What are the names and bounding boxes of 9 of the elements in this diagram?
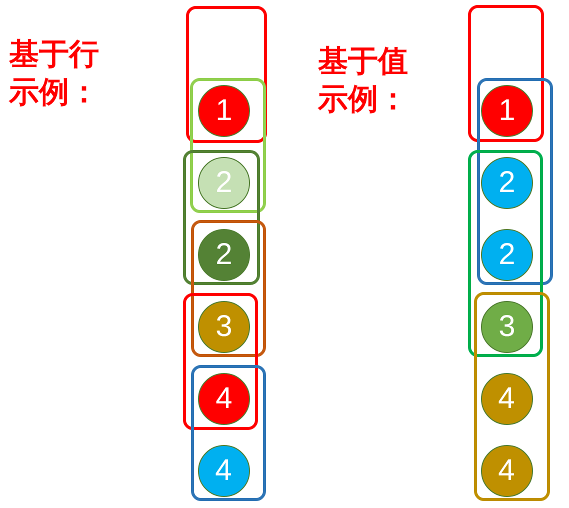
window-frame — [183, 150, 260, 285]
window-frame — [183, 293, 258, 430]
window-frame — [468, 150, 543, 357]
window-frame — [468, 5, 544, 142]
window-frame — [190, 78, 266, 213]
window-frame — [191, 220, 266, 357]
window-frame — [477, 78, 553, 285]
section-heading: 基于行示例： — [9, 37, 100, 111]
section-heading: 基于值示例： — [318, 44, 409, 118]
